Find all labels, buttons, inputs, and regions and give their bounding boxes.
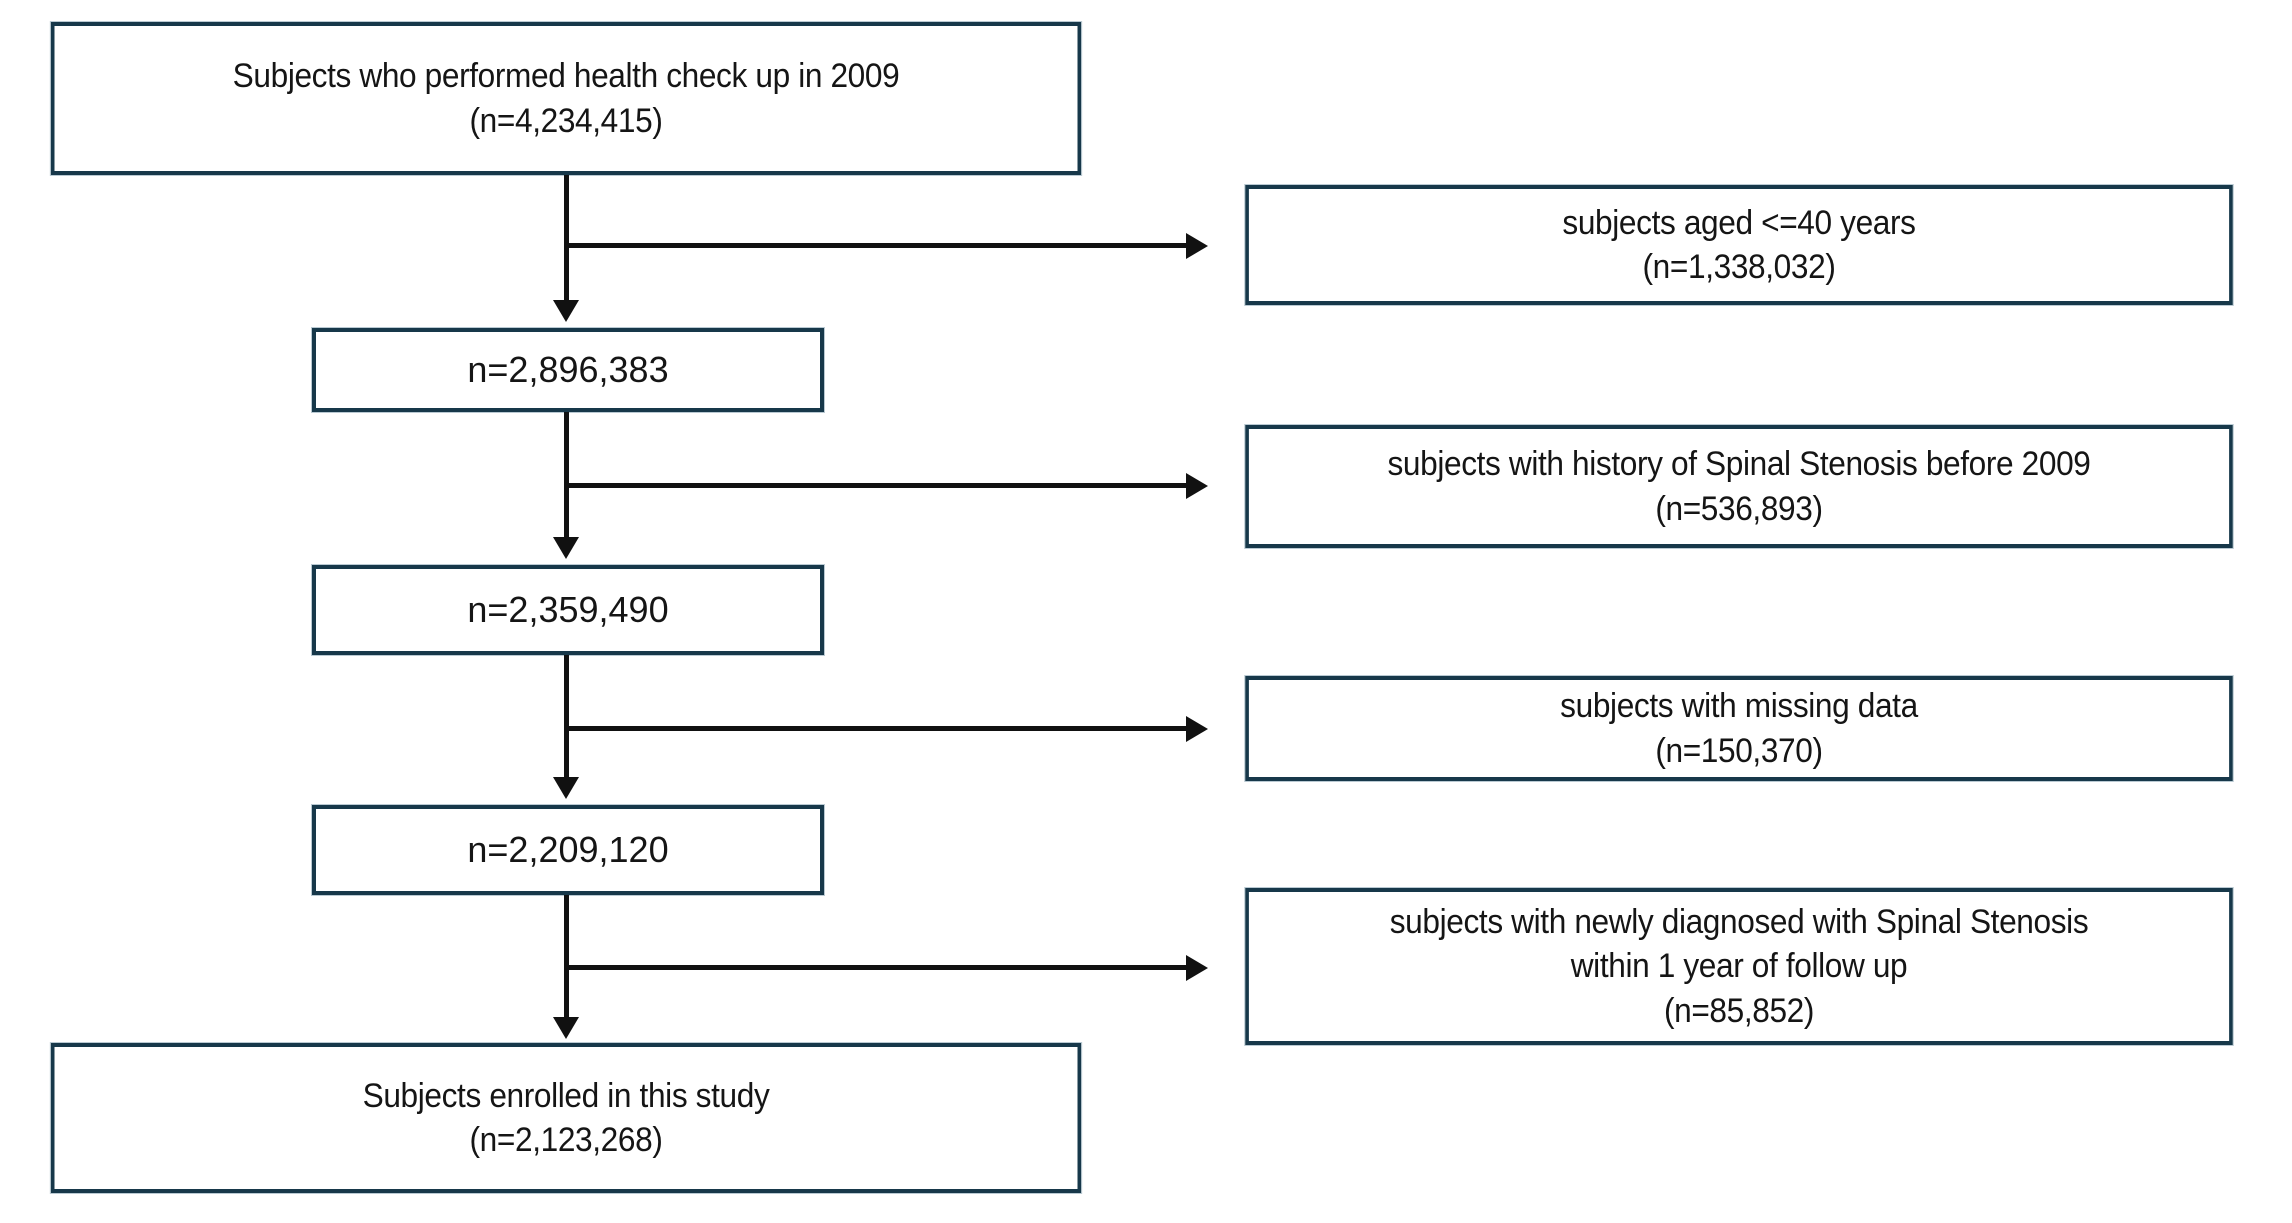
connector-branch-3 (564, 726, 1186, 731)
flow-box-source-population-line2: (n=4,234,415) (469, 101, 663, 140)
exclusion-box-history-spinal-stenosis: subjects with history of Spinal Stenosis… (1244, 424, 2234, 549)
connector-arrow-right-1 (1186, 233, 1208, 259)
exclusion-box-newly-diagnosed: subjects with newly diagnosed with Spina… (1244, 887, 2234, 1046)
connector-branch-4 (564, 965, 1186, 970)
flow-box-source-population: Subjects who performed health check up i… (49, 21, 1083, 176)
flow-box-final-cohort-line2: (n=2,123,268) (469, 1121, 663, 1159)
exclusion-box-age: subjects aged <=40 years (n=1,338,032) (1244, 184, 2234, 306)
flow-box-after-missing-exclusion-count: n=2,209,120 (467, 828, 669, 870)
exclusion-box-missing-data-line1: subjects with missing data (1560, 687, 1918, 726)
flow-box-final-cohort-line1: Subjects enrolled in this study (362, 1076, 770, 1115)
connector-arrow-down-4 (553, 1017, 579, 1039)
flow-box-after-history-exclusion: n=2,359,490 (311, 564, 825, 656)
connector-branch-2 (564, 483, 1186, 488)
connector-arrow-right-4 (1186, 955, 1208, 981)
connector-trunk-1 (564, 175, 569, 300)
flow-box-source-population-line1: Subjects who performed health check up i… (232, 57, 900, 96)
exclusion-box-newly-diagnosed-line1: subjects with newly diagnosed with Spina… (1389, 903, 2089, 942)
exclusion-box-history-spinal-stenosis-line2: (n=536,893) (1655, 489, 1823, 528)
connector-arrow-down-3 (553, 777, 579, 799)
exclusion-box-newly-diagnosed-line3: (n=85,852) (1663, 991, 1815, 1030)
exclusion-box-newly-diagnosed-line2: within 1 year of follow up (1570, 947, 1908, 986)
connector-arrow-right-2 (1186, 473, 1208, 499)
exclusion-box-age-line1: subjects aged <=40 years (1562, 203, 1916, 242)
connector-trunk-2 (564, 412, 569, 537)
flow-box-after-age-exclusion: n=2,896,383 (311, 327, 825, 413)
exclusion-box-age-line2: (n=1,338,032) (1642, 248, 1836, 286)
connector-trunk-4 (564, 895, 569, 1017)
connector-arrow-right-3 (1186, 716, 1208, 742)
exclusion-box-missing-data-line2: (n=150,370) (1655, 731, 1823, 770)
flow-box-after-history-exclusion-count: n=2,359,490 (467, 588, 669, 630)
exclusion-box-history-spinal-stenosis-line1: subjects with history of Spinal Stenosis… (1387, 445, 2091, 484)
flow-box-after-missing-exclusion: n=2,209,120 (311, 804, 825, 896)
flow-box-after-age-exclusion-count: n=2,896,383 (467, 348, 669, 390)
connector-arrow-down-2 (553, 537, 579, 559)
connector-branch-1 (564, 243, 1186, 248)
exclusion-box-missing-data: subjects with missing data (n=150,370) (1244, 675, 2234, 782)
flow-box-final-cohort: Subjects enrolled in this study (n=2,123… (49, 1042, 1083, 1194)
connector-arrow-down-1 (553, 300, 579, 322)
connector-trunk-3 (564, 655, 569, 777)
